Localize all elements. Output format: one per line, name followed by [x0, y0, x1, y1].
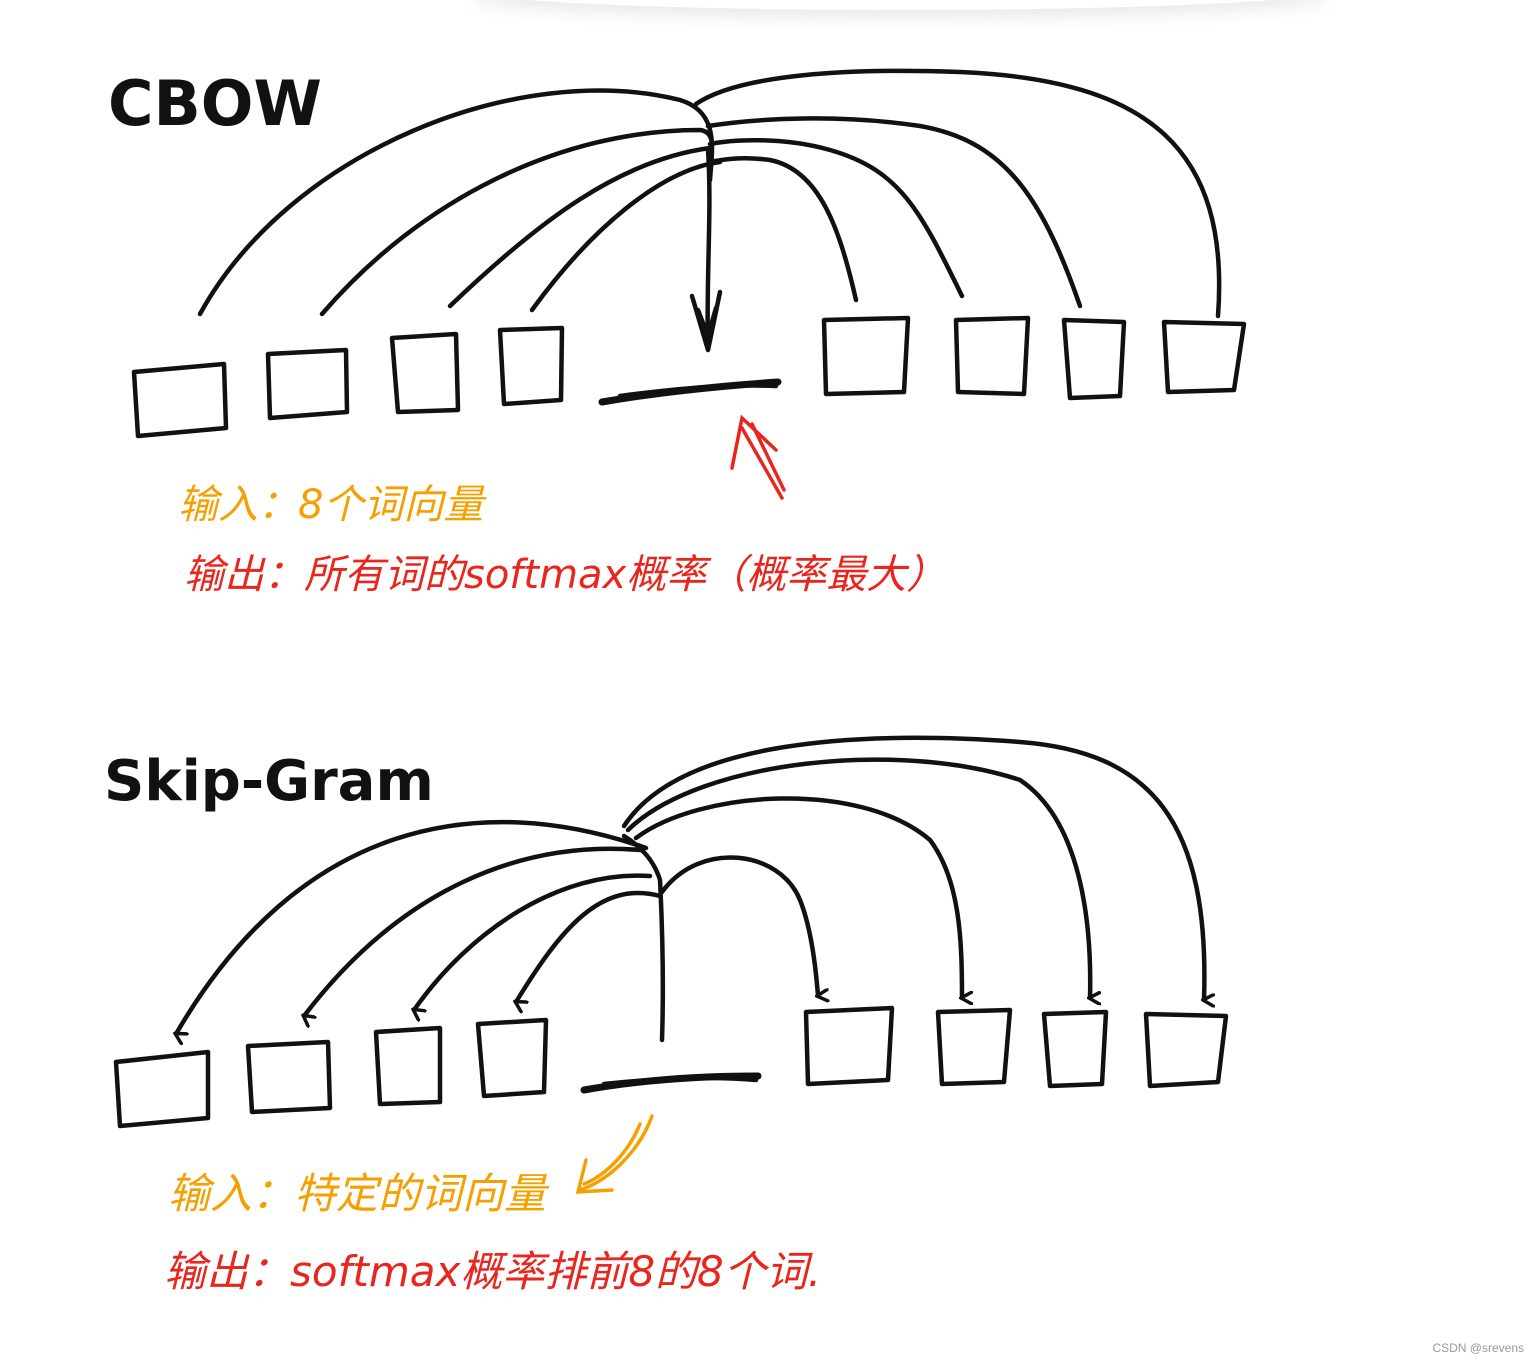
- cbow-box: [389, 331, 461, 415]
- cbow-box: [1161, 319, 1247, 395]
- cbow-target-blank: [598, 378, 782, 406]
- cbow-box: [821, 315, 911, 397]
- top-shadow: [470, 0, 1330, 10]
- cbow-box: [131, 361, 229, 439]
- cbow-title: CBOW: [108, 67, 322, 140]
- skipgram-title: Skip-Gram: [104, 749, 434, 814]
- cbow-down-arrow: [689, 147, 723, 353]
- skipgram-box: [1143, 1011, 1229, 1089]
- cbow-box: [497, 325, 565, 407]
- skipgram-orange-arrow: [575, 1114, 654, 1194]
- skipgram-box: [803, 1005, 895, 1087]
- watermark: CSDN @srevens: [1432, 1341, 1524, 1355]
- skipgram-box: [475, 1017, 549, 1099]
- skipgram-box: [245, 1039, 333, 1115]
- skipgram-box: [373, 1025, 443, 1107]
- skipgram-box: [113, 1049, 211, 1129]
- skipgram-box: [935, 1007, 1013, 1087]
- cbow-input-note: 输入：8个词向量: [178, 482, 487, 528]
- skipgram-stem: [621, 833, 666, 1043]
- cbow-output-note: 输出：所有词的softmax概率（概率最大）: [184, 552, 946, 598]
- skipgram-input-note: 输入：特定的词向量: [168, 1169, 550, 1218]
- cbow-red-up-arrow: [730, 414, 786, 500]
- cbow-box: [953, 315, 1031, 397]
- skipgram-box: [1041, 1009, 1109, 1089]
- cbow-box: [1061, 317, 1127, 401]
- cbow-context-boxes: [131, 315, 1247, 439]
- cbow-box: [265, 347, 350, 421]
- skipgram-output-note: 输出：softmax概率排前8的8个词.: [164, 1247, 821, 1296]
- cbow-context-arcs: [197, 68, 1222, 319]
- skipgram-context-boxes: [113, 1005, 1229, 1129]
- skipgram-output-arrows: [176, 735, 1204, 1034]
- skipgram-target-word: [580, 1072, 762, 1094]
